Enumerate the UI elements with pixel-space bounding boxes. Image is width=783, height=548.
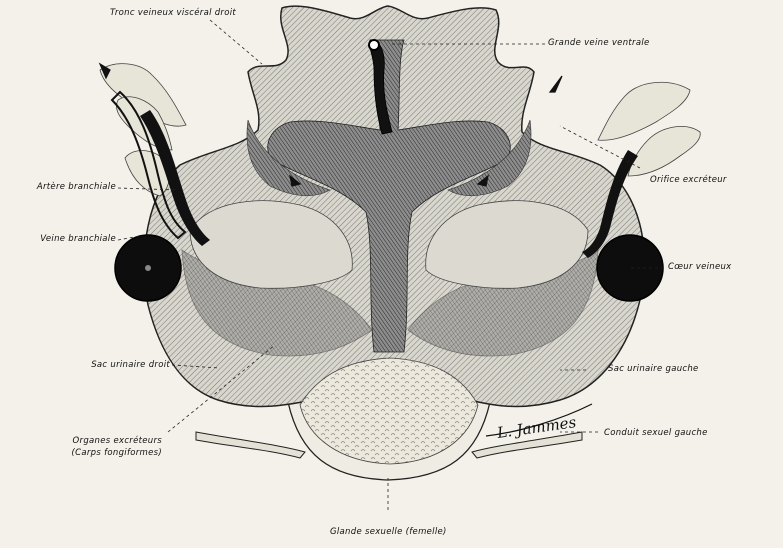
label-sac-urinaire-droit: Sac urinaire droit xyxy=(30,360,170,370)
label-tronc-veineux: Tronc veineux viscéral droit xyxy=(110,8,236,18)
label-grande-veine: Grande veine ventrale xyxy=(548,38,650,48)
conduit-sexuel-droit xyxy=(196,432,305,458)
label-orifice-excreteur: Orifice excréteur xyxy=(650,175,727,185)
label-organes-excreteurs: Organes excréteurs xyxy=(20,436,162,446)
label-glande-sexuelle: Glande sexuelle (femelle) xyxy=(330,527,447,537)
label-artere-branchiale: Artère branchiale xyxy=(10,182,116,192)
label-coeur-veineux: Cœur veineux xyxy=(668,262,732,272)
label-carps-fongiformes: (Carps fongiformes) xyxy=(20,448,162,458)
veine-orifice xyxy=(369,40,379,50)
coeur-veineux-gauche xyxy=(597,235,663,301)
branchie-gauche xyxy=(598,82,700,176)
label-conduit-sexuel: Conduit sexuel gauche xyxy=(604,428,708,438)
label-sac-urinaire-gauche: Sac urinaire gauche xyxy=(608,364,699,374)
label-veine-branchiale: Veine branchiale xyxy=(4,234,116,244)
